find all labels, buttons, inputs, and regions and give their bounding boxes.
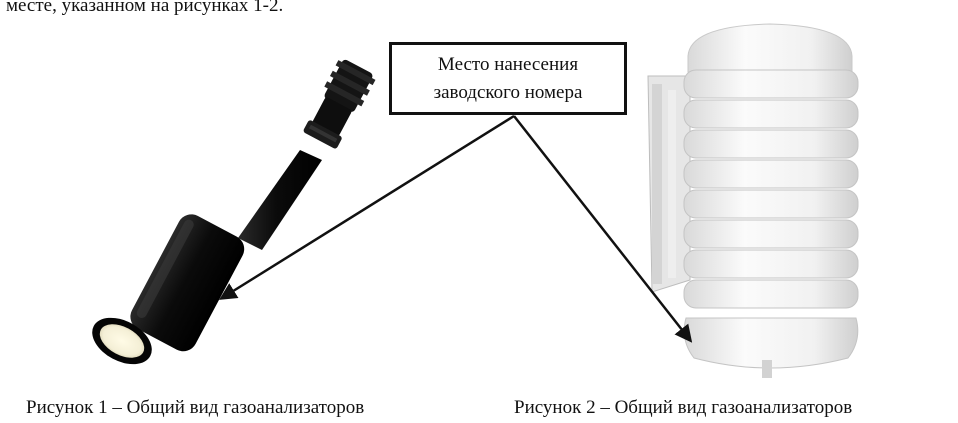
arrow-to-shield bbox=[513, 115, 693, 343]
intro-text: месте, указанном на рисунках 1-2. bbox=[6, 0, 284, 16]
serial-number-location-callout: Место нанесения заводского номера bbox=[389, 42, 627, 115]
callout-line-1: Место нанесения bbox=[437, 53, 579, 75]
shield-gas-analyzer-image bbox=[647, 23, 859, 378]
figure-2-caption: Рисунок 2 – Общий вид газоанализаторов bbox=[514, 397, 853, 418]
probe-gas-analyzer-image bbox=[92, 59, 376, 365]
callout-line-2: заводского номера bbox=[433, 81, 583, 103]
arrow-to-probe bbox=[219, 114, 515, 300]
figure-1-caption: Рисунок 1 – Общий вид газоанализаторов bbox=[26, 397, 365, 418]
